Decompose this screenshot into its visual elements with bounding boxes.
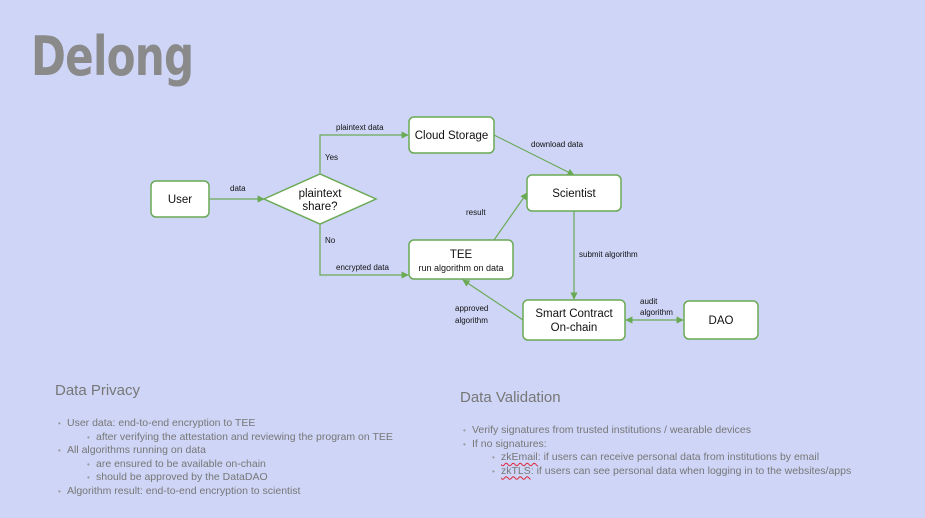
data-validation-section: Data Validation Verify signatures from t… [460,389,851,478]
list-item: All algorithms running on data [58,444,393,458]
node-scientist: Scientist [526,174,622,212]
node-dao-label: DAO [709,315,734,327]
node-decision-label-2: share? [302,201,337,213]
edge-label-encrypted-data: encrypted data [336,263,389,272]
edge-label-download-data: download data [531,140,584,149]
list-item: zkTLS: if users can see personal data wh… [492,464,852,479]
node-smart-contract-label-1: Smart Contract [535,308,613,320]
data-privacy-section: Data Privacy User data: end-to-end encry… [55,382,393,498]
edge-label-no: No [325,236,336,245]
node-tee-label: TEE [450,249,473,261]
list-item: Algorithm result: end-to-end encryption … [58,485,393,499]
edge-label-approved-2: algorithm [455,316,488,325]
node-smart-contract: Smart Contract On-chain [522,299,626,341]
list-item: Verify signatures from trusted instituti… [463,424,851,438]
node-user: User [150,180,210,218]
node-cloud-storage-label: Cloud Storage [415,130,489,142]
node-cloud-storage: Cloud Storage [408,116,495,154]
edge-label-result: result [466,208,486,217]
list-item: should be approved by the DataDAO [87,471,393,485]
list-item: If no signatures: [463,438,851,452]
zkemail-description: : if users can receive personal data fro… [537,451,820,463]
list-item: are ensured to be available on-chain [87,458,393,472]
node-tee: TEE run algorithm on data [408,239,514,280]
list-item: zkEmail: if users can receive personal d… [492,451,851,465]
edge-tee-to-scientist [493,192,528,241]
node-decision: plaintext share? [262,173,378,225]
edge-label-yes: Yes [325,153,338,162]
zktls-description: : if users can see personal data when lo… [530,464,852,477]
page-title: Delong [31,25,194,88]
edge-decision-to-cloud [319,131,409,173]
zkemail-term: zkEmail [501,451,538,463]
node-user-label: User [168,194,192,206]
edge-contract-to-tee [462,279,524,321]
list-item: User data: end-to-end encryption to TEE [58,417,393,431]
edge-label-audit-1: audit [640,297,658,306]
edge-label-submit-algorithm: submit algorithm [579,250,638,259]
edge-label-plaintext-data: plaintext data [336,123,384,132]
node-decision-label-1: plaintext [299,188,343,200]
data-validation-heading: Data Validation [460,389,561,406]
zktls-term: zkTLS [501,464,531,477]
edge-label-data: data [230,184,246,193]
edge-decision-to-tee [319,224,409,279]
node-smart-contract-label-2: On-chain [551,322,598,334]
node-tee-sublabel: run algorithm on data [418,263,503,273]
edge-cloud-to-scientist [493,134,575,176]
list-item: after verifying the attestation and revi… [87,431,393,445]
edge-label-audit-2: algorithm [640,308,673,317]
node-dao: DAO [683,300,759,340]
node-scientist-label: Scientist [552,188,596,200]
data-privacy-heading: Data Privacy [55,382,141,399]
edge-label-approved-1: approved [455,304,488,313]
data-privacy-list: User data: end-to-end encryption to TEE … [55,417,393,498]
data-validation-list: Verify signatures from trusted instituti… [460,424,851,478]
